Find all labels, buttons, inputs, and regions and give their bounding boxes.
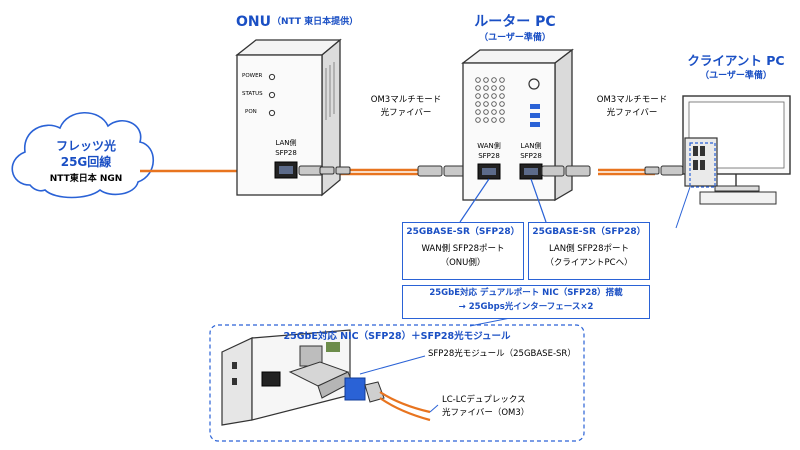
router-lan-label-2: SFP28	[520, 152, 542, 160]
client-title: クライアント PC	[687, 53, 785, 68]
router-subtitle: （ユーザー準備）	[479, 33, 551, 43]
nic-box-line-1: 25GbE対応 デュアルポート NIC（SFP28）搭載	[429, 288, 623, 298]
wan-box-line-2: （ONU側）	[440, 258, 486, 268]
lan-box-line-1: LAN側 SFP28ポート	[548, 244, 630, 254]
fiber-label-right-2: 光ファイバー	[606, 108, 658, 118]
router-lan-label-1: LAN側	[520, 142, 542, 150]
detail-frame	[209, 324, 585, 442]
nic-spec-box: 25GbE対応 デュアルポート NIC（SFP28）搭載 → 25Gbps光イン…	[402, 285, 650, 319]
router-title: ルーター PC	[474, 14, 556, 30]
detail-title: 25GbE対応 NIC（SFP28）＋SFP28光モジュール	[283, 331, 511, 342]
cloud-line-3: NTT東日本 NGN	[49, 174, 123, 184]
callout-lines	[459, 178, 547, 223]
detail-fiber-label-1: LC-LCデュプレックス	[442, 395, 526, 405]
fiber-label-left-2: 光ファイバー	[380, 108, 432, 118]
onu-port-label-2: SFP28	[275, 149, 297, 157]
nic-card-illustration	[221, 329, 439, 426]
onu-device	[235, 38, 342, 197]
cloud-line-2: 25G回線	[60, 155, 112, 169]
fiber-connectors-left	[298, 165, 467, 177]
fiber-label-left-1: OM3マルチモード	[370, 95, 442, 105]
router-wan-label-2: SFP28	[478, 152, 500, 160]
detail-module-label: SFP28光モジュール（25GBASE-SR）	[428, 349, 576, 359]
wan-spec-box: 25GBASE-SR（SFP28） WAN側 SFP28ポート （ONU側）	[402, 222, 524, 280]
lan-box-line-2: （クライアントPCへ）	[545, 258, 633, 268]
detail-link-line	[469, 317, 511, 327]
onu-title: ONU	[236, 14, 271, 30]
onu-port-label-1: LAN側	[275, 139, 297, 147]
nic-box-line-2: → 25Gbps光インターフェース×2	[458, 302, 594, 312]
lan-box-title: 25GBASE-SR（SFP28）	[532, 227, 646, 237]
router-wan-label-1: WAN側	[477, 142, 501, 150]
detail-fiber-label-2: 光ファイバー（OM3）	[442, 408, 530, 418]
onu-led-power: POWER	[242, 73, 263, 79]
cloud-shape	[11, 112, 154, 199]
onu-led-status: STATUS	[242, 91, 263, 97]
fiber-connectors-right	[541, 165, 684, 177]
client-pc-device	[675, 95, 791, 229]
wan-box-line-1: WAN側 SFP28ポート	[421, 244, 505, 254]
lan-spec-box: 25GBASE-SR（SFP28） LAN側 SFP28ポート （クライアントP…	[528, 222, 650, 280]
fiber-label-right-1: OM3マルチモード	[596, 95, 668, 105]
wan-box-title: 25GBASE-SR（SFP28）	[406, 227, 520, 237]
onu-subtitle: （NTT 東日本提供）	[272, 17, 359, 27]
client-subtitle: （ユーザー準備）	[700, 71, 772, 81]
cloud-line-1: フレッツ光	[55, 139, 116, 153]
router-pc-device	[461, 48, 574, 202]
onu-led-pon: PON	[245, 109, 257, 115]
